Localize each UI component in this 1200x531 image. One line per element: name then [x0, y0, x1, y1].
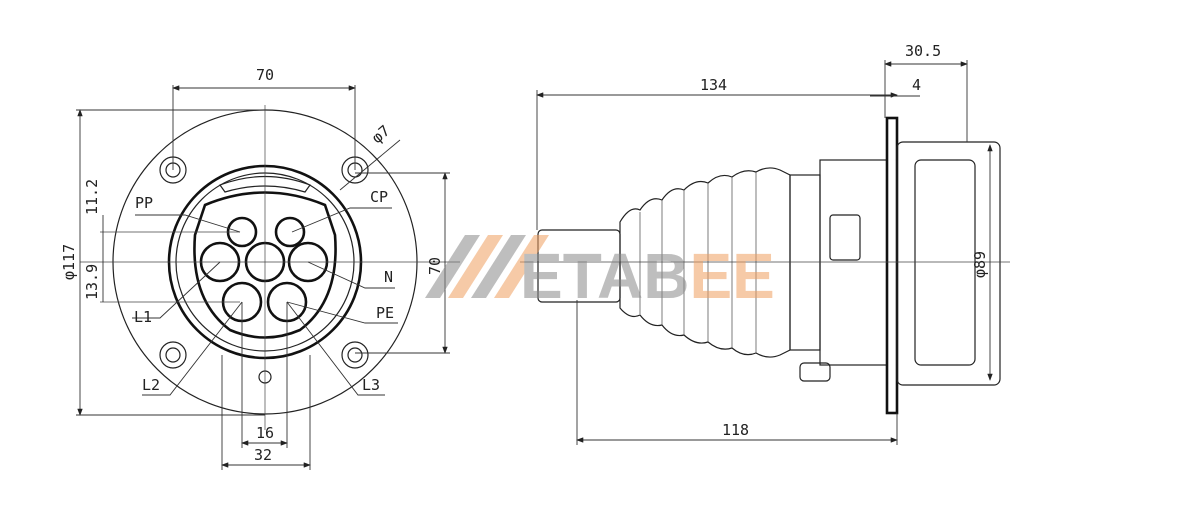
watermark-logo: ETABEE — [425, 235, 775, 312]
pin-label-pe: PE — [376, 304, 394, 322]
mounting-flange — [885, 116, 899, 415]
dim-4: 4 — [912, 76, 921, 94]
dim-32: 32 — [254, 446, 272, 464]
front-view: 70 φ7 φ117 11.2 13.9 70 16 32 PP CP N L1… — [60, 66, 460, 470]
rear-body — [819, 159, 888, 366]
side-view: 134 118 30.5 4 φ89 — [520, 42, 1010, 445]
pin-label-cp: CP — [370, 188, 388, 206]
dim-70-vertical: 70 — [426, 257, 444, 275]
dim-flange-diameter: φ117 — [60, 244, 78, 280]
dim-16: 16 — [256, 424, 274, 442]
housing-face — [914, 159, 976, 366]
pin-label-n: N — [384, 268, 393, 286]
watermark-text: ETABEE — [520, 240, 775, 312]
dim-hole-diameter: φ7 — [368, 122, 393, 147]
pins — [199, 216, 329, 323]
front-housing — [896, 141, 1001, 386]
pin-label-pp: PP — [135, 194, 153, 212]
dim-30-5: 30.5 — [905, 42, 941, 60]
dim-118: 118 — [722, 421, 749, 439]
pin-label-l3: L3 — [362, 376, 380, 394]
dim-70-horizontal: 70 — [256, 66, 274, 84]
latch-slot — [219, 175, 311, 193]
dim-134: 134 — [700, 76, 727, 94]
dim-housing-diameter: φ89 — [971, 251, 989, 278]
boot-collar — [789, 174, 821, 351]
pin-label-l1: L1 — [134, 308, 152, 326]
dim-11-2: 11.2 — [83, 179, 101, 215]
pin-label-l2: L2 — [142, 376, 160, 394]
side-latch — [799, 362, 831, 382]
dim-13-9: 13.9 — [83, 264, 101, 300]
terminal-block — [829, 214, 861, 261]
